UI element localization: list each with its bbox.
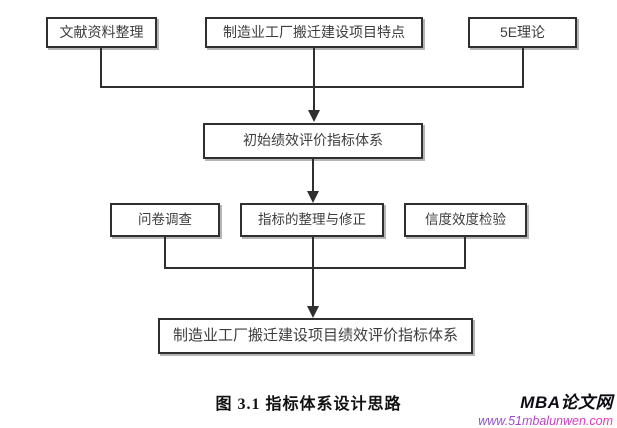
- arrow-to-initial-system-icon: [308, 110, 320, 122]
- node-questionnaire: 问卷调查: [110, 203, 220, 237]
- arrow-to-final-system-icon: [307, 306, 319, 318]
- watermark-site-url: www.51mbalunwen.com: [478, 414, 613, 428]
- watermark-site-name: MBA论文网: [520, 393, 613, 412]
- node-reliability-validity-label: 信度效度检验: [425, 211, 506, 227]
- connector-literature-drop: [100, 48, 102, 88]
- node-5e-theory: 5E理论: [468, 17, 577, 48]
- connector-reliability-drop: [464, 237, 466, 269]
- connector-features-drop: [313, 48, 315, 111]
- node-questionnaire-label: 问卷调查: [138, 211, 192, 227]
- node-literature-review: 文献资料整理: [46, 17, 157, 48]
- figure-caption: 图 3.1 指标体系设计思路: [215, 396, 402, 413]
- node-initial-indicator-system: 初始绩效评价指标体系: [203, 123, 423, 159]
- watermark: MBA论文网 www.51mbalunwen.com: [478, 388, 613, 428]
- node-final-indicator-system: 制造业工厂搬迁建设项目绩效评价指标体系: [158, 318, 473, 354]
- connector-initial-to-revision: [312, 159, 314, 192]
- arrow-to-revision-icon: [307, 191, 319, 203]
- node-indicator-revision-label: 指标的整理与修正: [258, 211, 366, 227]
- node-literature-review-label: 文献资料整理: [59, 23, 144, 40]
- connector-5e-drop: [522, 48, 524, 88]
- connector-top-merge-line: [100, 86, 524, 88]
- node-project-features: 制造业工厂搬迁建设项目特点: [205, 17, 423, 48]
- connector-questionnaire-drop: [164, 237, 166, 269]
- connector-bottom-merge-line: [164, 267, 466, 269]
- node-final-indicator-system-label: 制造业工厂搬迁建设项目绩效评价指标体系: [172, 326, 458, 344]
- node-indicator-revision: 指标的整理与修正: [240, 203, 384, 237]
- connector-revision-drop: [312, 237, 314, 307]
- node-initial-indicator-system-label: 初始绩效评价指标体系: [243, 132, 383, 149]
- node-project-features-label: 制造业工厂搬迁建设项目特点: [223, 23, 405, 40]
- node-5e-theory-label: 5E理论: [499, 23, 546, 40]
- node-reliability-validity: 信度效度检验: [404, 203, 527, 237]
